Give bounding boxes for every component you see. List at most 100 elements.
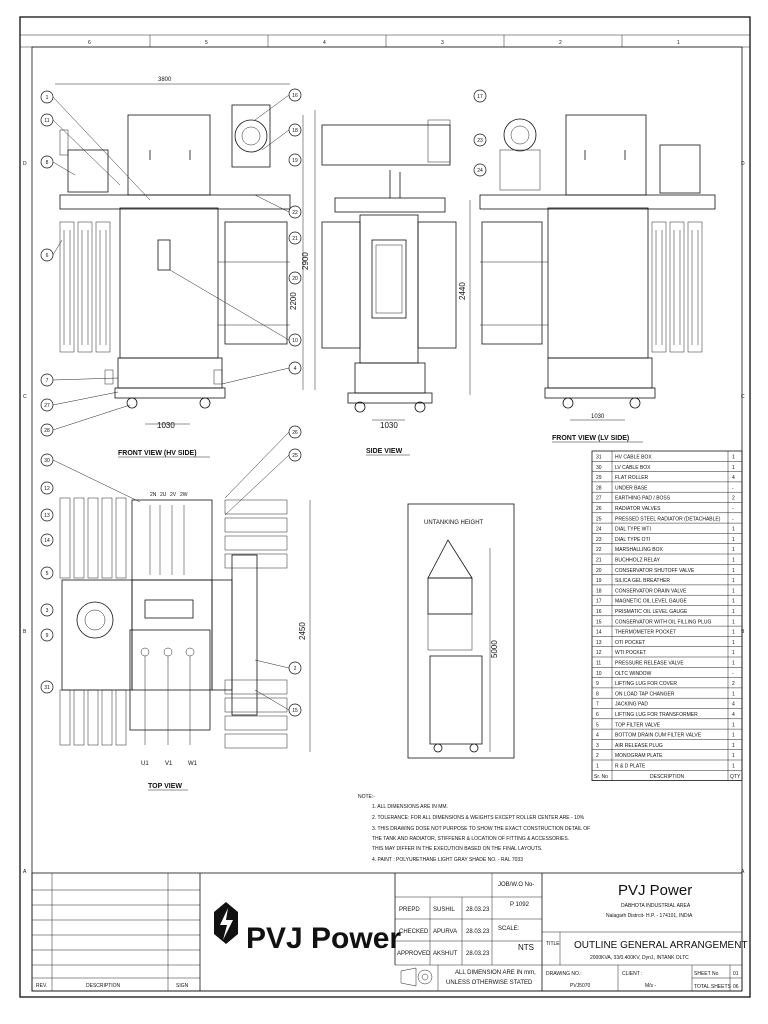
bom-qty: 1 xyxy=(732,640,735,646)
row-label: C xyxy=(23,394,27,400)
bom-description: EARTHING PAD / BOSS xyxy=(615,496,671,502)
dim-2440: 2440 xyxy=(458,282,467,300)
title-block: REV. DESCRIPTION SIGN PVJ Power JOB/W.O … xyxy=(31,872,748,992)
callout-number: 5 xyxy=(46,571,49,577)
bom-qty: 1 xyxy=(732,568,735,574)
bom-qty: 1 xyxy=(732,733,735,739)
callout-number: 31 xyxy=(44,685,50,691)
bom-description: BOTTOM DRAIN CUM FILTER VALVE xyxy=(615,733,702,739)
row-label: D xyxy=(23,161,27,167)
bom-qty: 1 xyxy=(732,661,735,667)
sheet-no-label: SHEET No xyxy=(694,971,719,977)
bom-description: PRESSED STEEL RADIATOR (DETACHABLE) xyxy=(615,516,721,522)
row-label: A xyxy=(23,869,27,875)
bom-sr: 3 xyxy=(596,743,599,749)
bom-sr: 9 xyxy=(596,681,599,687)
bom-qty: 2 xyxy=(732,681,735,687)
callout-number: 19 xyxy=(292,158,298,164)
bom-description: CONSERVATOR SHUTOFF VALVE xyxy=(615,568,695,574)
callout-number: 24 xyxy=(477,168,483,174)
bom-qty: 1 xyxy=(732,609,735,615)
bom-qty: 4 xyxy=(732,702,735,708)
note-line: THE TANK AND RADIATOR, STIFFENER & LOCAT… xyxy=(372,836,569,842)
callout-number: 14 xyxy=(44,538,50,544)
drawing-subtitle: 2000KVA, 33/0.400KV, Dyn1, INTANK OLTC xyxy=(590,955,689,961)
bom-description: UNDER BASE xyxy=(615,485,648,491)
dim-1030: 1030 xyxy=(591,414,605,420)
scale-label: SCALE: xyxy=(498,926,520,932)
callout-balloon xyxy=(40,566,54,580)
side-view: 2440 1030 SIDE VIEW xyxy=(321,119,471,456)
bom-qty: 4 xyxy=(732,475,735,481)
bom-qty: 1 xyxy=(732,588,735,594)
scale-value: NTS xyxy=(518,943,534,952)
callout-balloon xyxy=(40,628,54,642)
bom-sr: 19 xyxy=(596,578,602,584)
callout-number: 12 xyxy=(44,486,50,492)
bom-qty: 1 xyxy=(732,547,735,553)
bom-description: HV CABLE BOX xyxy=(615,455,652,461)
callout-balloon xyxy=(288,271,302,285)
callout-number: 26 xyxy=(292,430,298,436)
approval-name: SUSHIL xyxy=(433,907,455,913)
address-line: Nalagarh Distrcit- H.P. - 174101, INDIA xyxy=(606,913,693,919)
bom-sr: 24 xyxy=(596,527,602,533)
callout-number: 9 xyxy=(46,633,49,639)
bom-description: LV CABLE BOX xyxy=(615,465,651,471)
bom-sr: 30 xyxy=(596,465,602,471)
bom-sr: 31 xyxy=(596,455,602,461)
bom-sr: 18 xyxy=(596,588,602,594)
bom-sr: 29 xyxy=(596,475,602,481)
bom-qty: 1 xyxy=(732,578,735,584)
bom-qty: 1 xyxy=(732,558,735,564)
callout-number: 25 xyxy=(292,453,298,459)
callout-number: 7 xyxy=(46,378,49,384)
rev-label: REV. xyxy=(36,983,47,989)
bom-qty: 4 xyxy=(732,712,735,718)
bom-sr: 7 xyxy=(596,702,599,708)
job-value: P 1092 xyxy=(510,902,530,908)
callout-number: 27 xyxy=(44,403,50,409)
callout-number: 8 xyxy=(46,160,49,166)
front-view-lv-title: FRONT VIEW (LV SIDE) xyxy=(552,435,629,442)
bom-qty: - xyxy=(732,671,734,677)
bom-description: MONOGRAM PLATE xyxy=(615,753,663,759)
bom-qty: 1 xyxy=(732,527,735,533)
bom-description: FLAT ROLLER xyxy=(615,475,649,481)
callout-number: 16 xyxy=(292,93,298,99)
callout-number: 18 xyxy=(292,128,298,134)
dim-2900: 2900 xyxy=(301,252,310,270)
bom-description: RADIATOR VALVES xyxy=(615,506,661,512)
bom-qty: 1 xyxy=(732,599,735,605)
bom-sr: 26 xyxy=(596,506,602,512)
terminal-label: 2N xyxy=(150,492,157,498)
bom-description: PRISMATIC OIL LEVEL GAUGE xyxy=(615,609,688,615)
job-label: JOB/W.O No- xyxy=(498,882,534,888)
callout-number: 1 xyxy=(46,95,49,101)
bom-description: LIFTING LUG FOR TRANSFORMER xyxy=(615,712,698,718)
dim-note-1: ALL DIMENSION ARE IN mm, xyxy=(455,970,536,976)
bom-description: LIFTING LUG FOR COVER xyxy=(615,681,677,687)
bom-qty: 1 xyxy=(732,764,735,770)
bom-sr: 20 xyxy=(596,568,602,574)
bom-qty: 1 xyxy=(732,722,735,728)
callout-number: 15 xyxy=(292,708,298,714)
bom-description: SILICA GEL BREATHER xyxy=(615,578,670,584)
drawing-no-label: DRAWING NO.: xyxy=(546,971,582,977)
note-line: 3. THIS DRAWING DOSE NOT PURPOSE TO SHOW… xyxy=(372,826,590,832)
bom-description: MAGNETIC OIL LEVEL GAUGE xyxy=(615,599,688,605)
bom-sr: 10 xyxy=(596,671,602,677)
callout-number: 11 xyxy=(44,118,49,124)
bom-sr: 27 xyxy=(596,496,602,502)
callout-number: 21 xyxy=(292,236,298,242)
bom-sr: 28 xyxy=(596,485,602,491)
front-view-lv: 1030 FRONT VIEW (LV SIDE) xyxy=(479,114,716,443)
dim-3800: 3800 xyxy=(158,77,172,83)
bom-description: R & D PLATE xyxy=(615,764,646,770)
callout-number: 20 xyxy=(292,276,298,282)
bom-sr: 12 xyxy=(596,650,602,656)
callout-balloon xyxy=(288,231,302,245)
drawing-title: OUTLINE GENERAL ARRANGEMENT xyxy=(574,940,748,951)
bom-sr: 17 xyxy=(596,599,602,605)
note-line: THIS MAY DIFFER IN THE EXECUTION BASED O… xyxy=(372,846,543,852)
